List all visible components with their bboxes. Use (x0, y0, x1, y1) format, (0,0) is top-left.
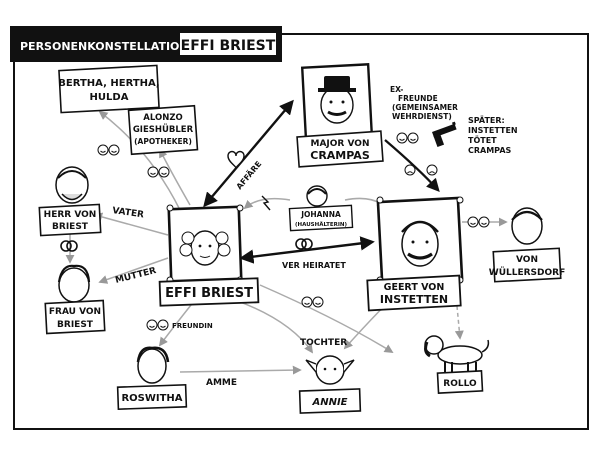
note-spaeter-2: INSTETTEN (468, 126, 518, 135)
node-annie-label: ANNIE (311, 397, 347, 408)
node-alonzo-line3: (APOTHEKER) (134, 137, 192, 146)
geert-portrait (401, 220, 439, 267)
arrow-johanna-effi (243, 197, 291, 210)
node-herr-briest-line1: HERR VON (44, 210, 97, 220)
node-johanna-line2: (HAUSHÄLTERIN) (295, 221, 347, 228)
book-title: EFFI BRIEST (181, 38, 276, 54)
frau-briest-portrait (58, 267, 90, 303)
crampas-portrait (318, 76, 356, 124)
node-rollo-label: ROLLO (443, 379, 477, 389)
arrow-effi-bertha (98, 110, 181, 211)
arrow-crampas-geert (384, 139, 440, 192)
node-bertha-line1: BERTHA, HERTHA, (58, 78, 159, 89)
heart-icon (227, 150, 245, 169)
node-geert-line2: INSTETTEN (380, 293, 448, 306)
note-spaeter-4: CRAMPAS (468, 146, 512, 155)
arrow-effi-alonzo (159, 148, 191, 206)
lightning-icon (261, 195, 271, 211)
annie-portrait (315, 355, 345, 385)
node-frau-briest-line1: FRAU VON (49, 307, 101, 317)
node-crampas: MAJOR VON CRAMPAS (296, 63, 384, 168)
wedding-rings-icon (60, 240, 78, 252)
note-ex-freunde-2: FREUNDE (398, 94, 438, 103)
pistol-icon (432, 121, 457, 148)
node-geert: GEERT VON INSTETTEN (366, 196, 464, 312)
smiley-pair-icon (97, 144, 120, 156)
node-effi-label: EFFI BRIEST (165, 286, 253, 301)
node-rollo: ROLLO (424, 335, 490, 394)
arrow-effi-rollo (259, 284, 394, 353)
connectors (65, 99, 508, 375)
note-ex-freunde-4: WEHRDIENST) (392, 112, 452, 121)
effi-portrait (179, 230, 231, 266)
node-effi: EFFI BRIEST (158, 204, 260, 307)
note-ex-freunde-3: (GEMEINSAMER (392, 103, 458, 112)
node-crampas-line1: MAJOR VON (311, 139, 370, 149)
label-freundin: FREUNDIN (172, 322, 213, 330)
arrow-verheiratet (239, 236, 375, 264)
note-spaeter: SPÄTER: INSTETTEN TÖTET CRAMPAS (468, 115, 518, 155)
node-bertha: BERTHA, HERTHA, HULDA (58, 64, 160, 114)
node-roswitha-label: ROSWITHA (121, 393, 182, 404)
node-frau-briest: FRAU VON BRIEST (44, 264, 106, 335)
roswitha-portrait (137, 348, 167, 384)
sad-face-pair-icon (404, 164, 438, 176)
smiley-pair-icon (301, 296, 324, 308)
arrow-amme (179, 365, 302, 375)
arrow-mutter (98, 257, 169, 284)
note-spaeter-3: TÖTET (468, 135, 497, 145)
node-roswitha: ROSWITHA (116, 346, 188, 411)
label-vater: VATER (112, 206, 145, 220)
wedding-rings-icon (295, 238, 313, 250)
smiley-pair-icon (147, 166, 170, 178)
label-verheiratet: VER HEIRATET (282, 261, 346, 270)
note-ex-freunde: EX- FREUNDE (GEMEINSAMER WEHRDIENST) (390, 85, 458, 121)
dog-drawing (424, 335, 490, 372)
arrow-affaere (203, 99, 294, 208)
arrow-effi-annie (234, 299, 314, 354)
node-crampas-line2: CRAMPAS (310, 149, 370, 162)
node-wuellersdorf: VON WÜLLERSDORF (489, 207, 565, 283)
node-frau-briest-line2: BRIEST (57, 320, 94, 330)
node-alonzo-line2: GIESHÜBLER (133, 124, 194, 135)
node-herr-briest: HERR VON BRIEST (38, 166, 102, 237)
node-alonzo: ALONZO GIESHÜBLER (APOTHEKER) (127, 104, 199, 178)
node-johanna-line1: JOHANNA (300, 210, 341, 219)
node-geert-line1: GEERT VON (384, 282, 445, 293)
smiley-pair-icon (146, 319, 169, 331)
node-wuellersdorf-line1: VON (516, 255, 538, 265)
note-spaeter-1: SPÄTER: (468, 115, 505, 125)
wuellersdorf-portrait (511, 207, 543, 245)
arrow-vater (93, 212, 169, 236)
node-alonzo-line1: ALONZO (143, 113, 182, 123)
title-banner: PERSONENKONSTELLATION EFFI BRIEST (10, 26, 282, 62)
node-annie: ANNIE (298, 355, 362, 414)
node-johanna: JOHANNA (HAUSHÄLTERIN) (288, 185, 354, 232)
node-wuellersdorf-line2: WÜLLERSDORF (489, 267, 565, 278)
note-ex-freunde-1: EX- (390, 85, 403, 94)
node-herr-briest-line2: BRIEST (52, 222, 89, 232)
smiley-pair-icon (467, 216, 490, 228)
label-amme: AMME (206, 378, 237, 388)
label-tochter: TOCHTER (300, 338, 347, 348)
title-prefix: PERSONENKONSTELLATION (20, 40, 189, 53)
node-bertha-line2: HULDA (90, 92, 129, 103)
smiley-pair-icon (396, 132, 419, 144)
